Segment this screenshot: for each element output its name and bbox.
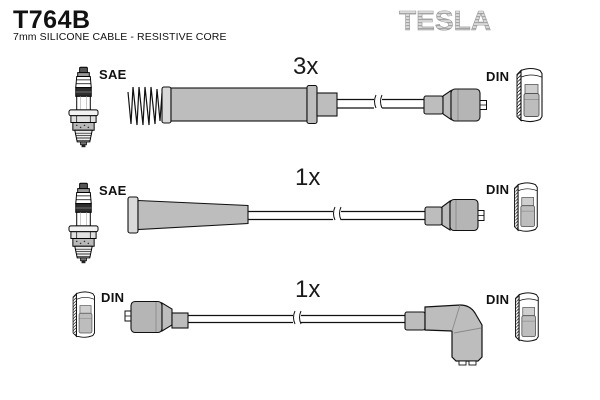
row2-left-connector-label: SAE [99, 183, 127, 198]
spark-plug-icon [68, 182, 99, 264]
row1-right-connector-label: DIN [486, 69, 510, 84]
wire-break-mark [374, 94, 383, 109]
tesla-logo: TESLA [399, 5, 492, 37]
row2-cable-drawing [127, 196, 485, 234]
wire-break-mark [293, 310, 302, 325]
cable-spec-subtitle: 7mm SILICONE CABLE - RESISTIVE CORE [13, 31, 227, 43]
din-connector-icon [67, 291, 98, 339]
row2-right-connector-label: DIN [486, 182, 510, 197]
row1-cable-drawing [127, 84, 487, 126]
wire-break-mark [333, 206, 342, 221]
row2-quantity-label: 1x [295, 164, 321, 191]
tesla-logo-text: TESLA [399, 5, 491, 36]
coil-spring-icon [127, 86, 163, 126]
row1-left-connector-label: SAE [99, 67, 127, 82]
part-number: T764B [13, 6, 91, 34]
row3-cable-drawing [124, 300, 483, 366]
row3-left-connector-label: DIN [101, 290, 125, 305]
row3-right-connector-label: DIN [486, 292, 510, 307]
row3-quantity-label: 1x [295, 276, 321, 303]
row1-quantity-label: 3x [293, 53, 319, 80]
din-connector-icon [510, 292, 541, 343]
din-connector-icon [511, 67, 545, 124]
elbow-boot [424, 304, 483, 362]
spark-plug-icon [68, 66, 99, 148]
din-connector-icon [509, 181, 540, 234]
